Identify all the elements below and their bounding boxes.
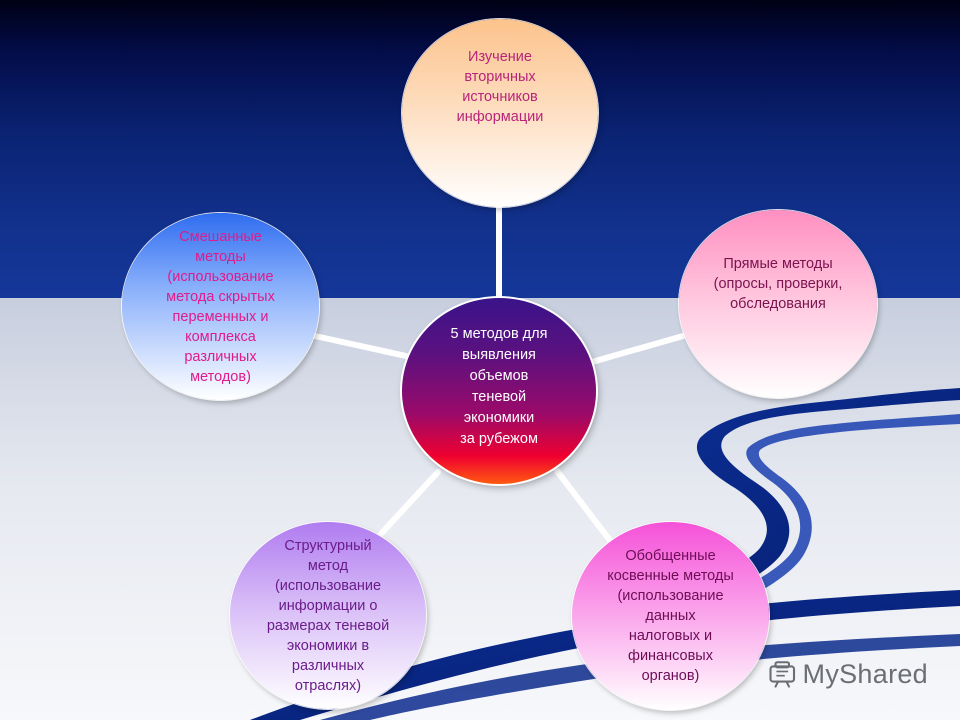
node-direct-methods: Прямые методы (опросы, проверки, обследо… bbox=[679, 210, 877, 398]
node-direct-methods-label: Прямые методы (опросы, проверки, обследо… bbox=[713, 256, 843, 312]
connector-right bbox=[589, 333, 686, 365]
node-mixed-methods-label: Смешанные методы (использование метода с… bbox=[166, 228, 275, 385]
node-secondary-sources: Изучение вторичных источников информации bbox=[402, 19, 598, 207]
node-center-label: 5 методов для выявления объемов теневой … bbox=[450, 326, 548, 447]
node-indirect-methods-label: Обобщенные косвенные методы (использован… bbox=[607, 548, 734, 684]
node-indirect-methods: Обобщенные косвенные методы (использован… bbox=[572, 522, 769, 710]
connector-bottom-right bbox=[554, 468, 615, 546]
myshared-logo-icon bbox=[769, 661, 796, 688]
connector-lines bbox=[312, 202, 686, 546]
node-structural-method: Структурный метод (использование информа… bbox=[230, 522, 426, 709]
node-center: 5 методов для выявления объемов теневой … bbox=[402, 298, 596, 484]
connector-left bbox=[312, 333, 409, 359]
node-mixed-methods: Смешанные методы (использование метода с… bbox=[122, 213, 319, 400]
watermark-text: MyShared bbox=[802, 658, 928, 689]
node-structural-method-label: Структурный метод (использование информа… bbox=[266, 537, 390, 694]
watermark: MyShared bbox=[768, 654, 928, 694]
node-secondary-sources-label: Изучение вторичных источников информации bbox=[456, 49, 544, 125]
connector-bottom-left bbox=[375, 469, 441, 540]
